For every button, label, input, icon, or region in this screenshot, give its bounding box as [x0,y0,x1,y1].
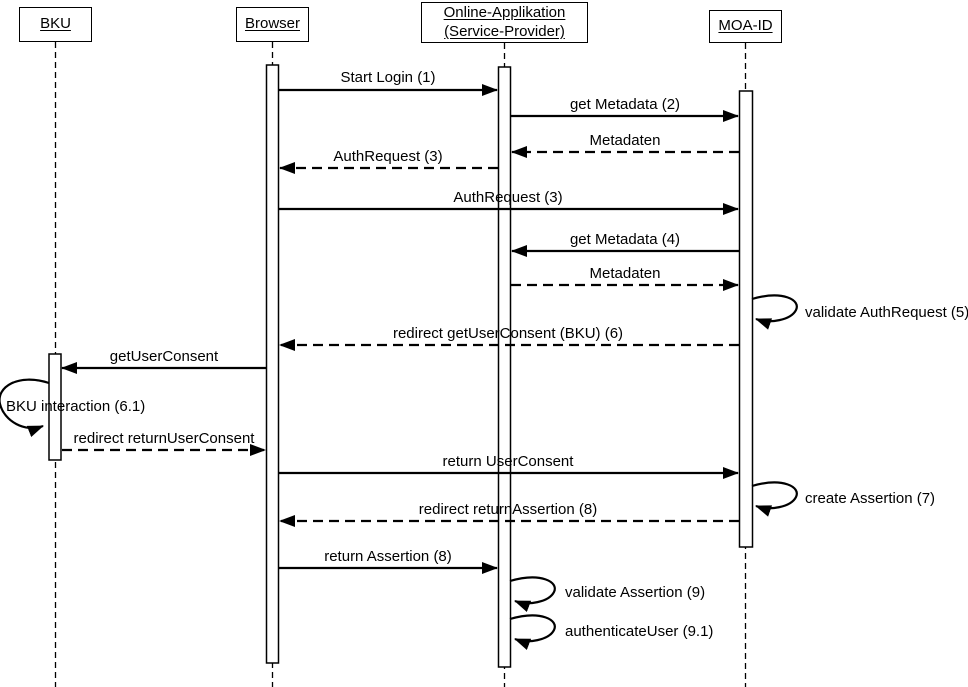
self-loop-authenticateuser [509,614,556,650]
activation-browser [265,64,280,664]
message-label-redirect-returnassertion: redirect returnAssertion (8) [418,501,598,518]
message-label-get-metadata-4: get Metadata (4) [569,231,681,248]
message-label-metadaten-1: Metadaten [589,132,661,149]
message-label-return-assertion: return Assertion (8) [324,548,452,565]
activation-online-app [497,66,512,668]
activation-moa-id [738,90,754,548]
actor-box-online-app: Online-Applikation (Service-Provider) [421,2,588,43]
actor-label-moa-id: MOA-ID [718,17,773,35]
self-loop-bku-interaction [0,378,50,438]
actor-label-browser: Browser [244,15,300,33]
activation-bku [48,353,62,461]
message-label-return-userconsent: return UserConsent [442,453,574,470]
actor-label-bku: BKU [40,15,71,33]
message-label-redirect-returnuserconsent: redirect returnUserConsent [73,430,255,447]
message-label-bku-interaction: BKU interaction (6.1) [6,398,146,415]
self-loop-validate-assertion [509,576,556,612]
message-label-metadaten-2: Metadaten [589,265,661,282]
actor-box-bku: BKU [19,7,92,42]
message-label-validate-authrequest: validate AuthRequest (5) [805,304,968,321]
message-label-redirect-getuserconsent: redirect getUserConsent (BKU) (6) [392,325,624,342]
message-label-authenticateuser: authenticateUser (9.1) [565,623,714,640]
actor-box-moa-id: MOA-ID [709,10,782,43]
message-label-get-metadata-2: get Metadata (2) [569,96,681,113]
message-label-start-login: Start Login (1) [340,69,436,86]
message-label-create-assertion: create Assertion (7) [805,490,936,507]
actor-label-online-app: Online-Applikation (Service-Provider) [443,3,566,40]
message-label-authrequest-moa: AuthRequest (3) [453,189,563,206]
message-label-getuserconsent: getUserConsent [109,348,219,365]
self-loop-validate-authrequest [751,294,798,330]
self-loop-create-assertion [751,481,798,517]
message-label-validate-assertion: validate Assertion (9) [565,584,706,601]
message-label-authrequest-browser: AuthRequest (3) [333,148,443,165]
actor-box-browser: Browser [236,7,309,42]
